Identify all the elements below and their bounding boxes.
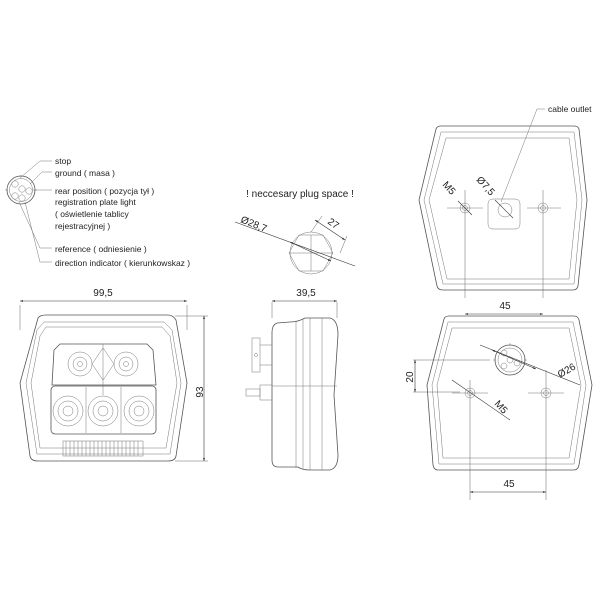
plug-across-flats-label: 27 — [325, 216, 341, 232]
bottom-spacing-dim: 45 — [503, 479, 515, 490]
signal-led-1 — [52, 395, 84, 427]
pin-label-reference: reference ( odniesienie ) — [55, 244, 147, 254]
side-stud — [245, 384, 273, 401]
cable-diameter-label: Ø7,5 — [474, 175, 497, 199]
socket-connector — [493, 343, 527, 376]
rear-view-bottom: Ø26 20 M5 45 — [405, 315, 593, 500]
side-bracket — [251, 337, 272, 373]
top-spacing-dim: 45 — [499, 301, 511, 312]
connector-pinout-diagram: stop ground ( masa ) rear position ( poz… — [5, 156, 190, 268]
front-height-dim: 93 — [195, 386, 206, 398]
front-width-dim: 99,5 — [93, 288, 113, 299]
registration-led-right — [113, 351, 139, 377]
cable-outlet-callout: cable outlet — [548, 104, 592, 114]
side-view: 39,5 — [245, 288, 339, 471]
top-thread-label: M5 — [440, 180, 458, 198]
connector-plug-icon — [5, 175, 37, 205]
front-view: 99,5 93 — [19, 288, 208, 462]
hex-plug-icon — [288, 231, 334, 275]
rear-view-top: cable outlet Ø7,5 M5 45 — [418, 104, 592, 315]
offset-dim: 20 — [405, 371, 416, 383]
plug-space-title: ! neccesary plug space ! — [246, 189, 354, 200]
signal-led-3 — [123, 395, 155, 427]
bottom-thread-label: M5 — [492, 399, 510, 417]
plug-diameter-label: Ø28,7 — [239, 215, 269, 236]
pin-label-ground: ground ( masa ) — [55, 168, 115, 178]
pin-label-direction-indicator: direction indicator ( kierunkowskaz ) — [55, 258, 190, 268]
signal-led-2 — [87, 395, 119, 427]
socket-diameter-label: Ø26 — [556, 361, 578, 380]
pin-label-registration-2: ( oświetlenie tablicy — [55, 209, 129, 219]
registration-led-left — [67, 351, 93, 377]
plug-space-diagram: ! neccesary plug space ! Ø28,7 27 — [234, 189, 356, 275]
pin-label-rear-position: rear position ( pozycja tył ) — [55, 186, 154, 196]
side-depth-dim: 39,5 — [296, 288, 316, 299]
pin-label-registration-1: registration plate light — [55, 197, 136, 207]
cable-outlet — [487, 198, 521, 230]
pin-label-stop: stop — [55, 156, 71, 166]
pin-label-registration-3: rejestracyjnej ) — [55, 221, 110, 231]
